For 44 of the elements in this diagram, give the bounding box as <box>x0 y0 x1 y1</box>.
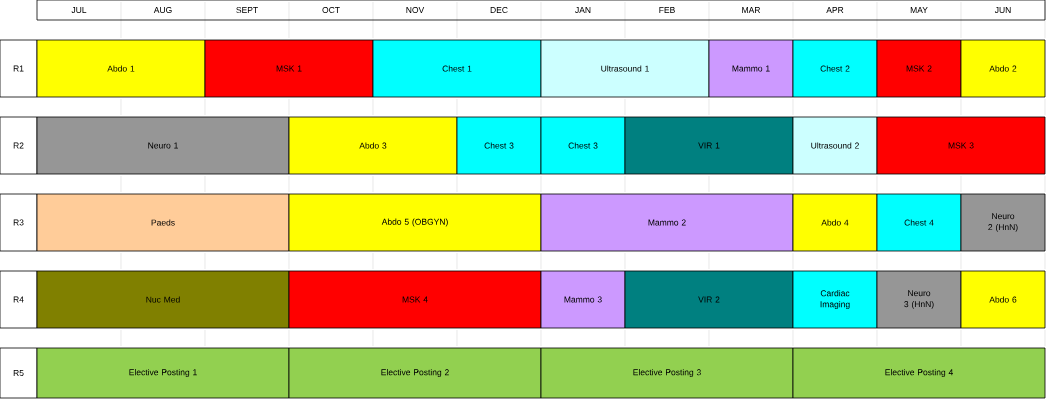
rotation-block: Elective Posting 1 <box>36 347 290 399</box>
rotation-block: Chest 3 <box>456 116 542 175</box>
month-label: MAY <box>910 7 928 13</box>
rotation-block: Chest 4 <box>876 193 962 252</box>
rotation-block: Abdo 5 (OBGYN) <box>288 193 542 252</box>
month-label: SEPT <box>236 7 258 13</box>
rotation-block: Chest 1 <box>372 39 542 98</box>
month-label: JUN <box>994 7 1011 13</box>
rotation-block: VIR 2 <box>624 270 794 329</box>
rotation-block: VIR 1 <box>624 116 794 175</box>
rotation-block: Ultrasound 2 <box>792 116 878 175</box>
rotation-block: Abdo 2 <box>960 39 1046 98</box>
month-label: DEC <box>490 7 508 13</box>
rotation-block: Mammo 3 <box>540 270 626 329</box>
rotation-block: Chest 2 <box>792 39 878 98</box>
rotation-block: Mammo 1 <box>708 39 794 98</box>
rotation-block: Neuro 1 <box>36 116 290 175</box>
rotation-block: Nuc Med <box>36 270 290 329</box>
rotation-block: Cardiac Imaging <box>792 270 878 329</box>
rotation-block: Chest 3 <box>540 116 626 175</box>
rotation-block: MSK 2 <box>876 39 962 98</box>
rotation-block: Abdo 6 <box>960 270 1046 329</box>
rotation-block: Elective Posting 4 <box>792 347 1046 399</box>
rotation-block: Abdo 1 <box>36 39 206 98</box>
rotation-block: MSK 1 <box>204 39 374 98</box>
rotation-block: MSK 3 <box>876 116 1046 175</box>
rotation-block: MSK 4 <box>288 270 542 329</box>
rotation-block: Neuro 2 (HnN) <box>960 193 1046 252</box>
rotation-block: Paeds <box>36 193 290 252</box>
month-label: AUG <box>153 7 172 13</box>
month-label: APR <box>826 7 844 13</box>
rotation-block: Mammo 2 <box>540 193 794 252</box>
month-label: JUL <box>71 7 87 13</box>
rotation-block: Neuro 3 (HnN) <box>876 270 962 329</box>
rotation-block: Elective Posting 3 <box>540 347 794 399</box>
rotation-block: Ultrasound 1 <box>540 39 710 98</box>
rotation-block: Abdo 3 <box>288 116 458 175</box>
rotation-block: Elective Posting 2 <box>288 347 542 399</box>
month-label: OCT <box>322 7 340 13</box>
month-label: NOV <box>406 7 425 13</box>
rotation-block: Abdo 4 <box>792 193 878 252</box>
month-label: FEB <box>659 7 675 13</box>
month-label: JAN <box>575 7 591 13</box>
month-label: MAR <box>742 7 761 13</box>
